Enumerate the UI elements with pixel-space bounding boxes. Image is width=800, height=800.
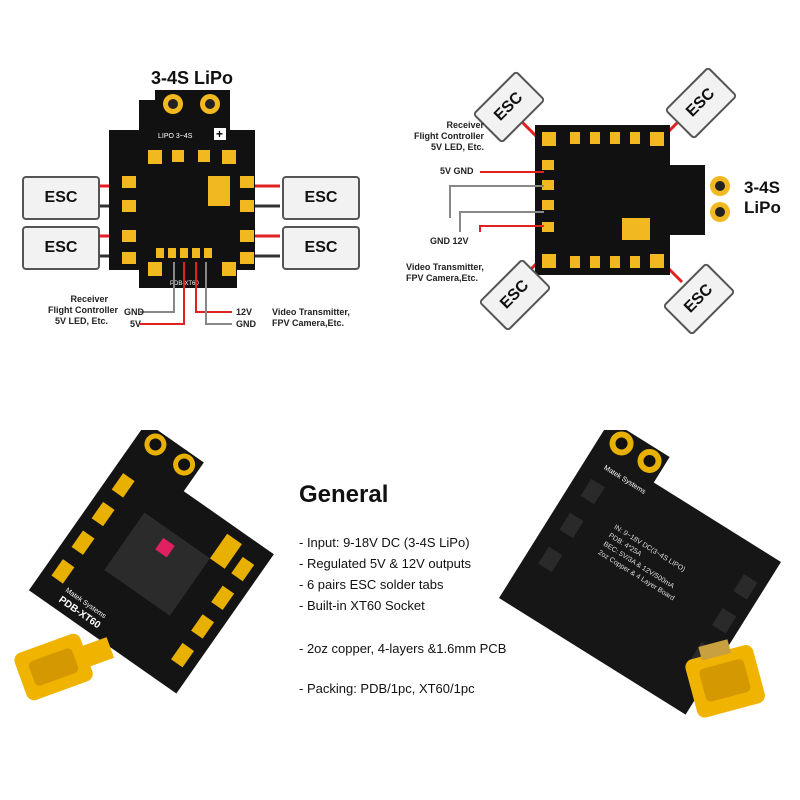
feature-item: - 6 pairs ESC solder tabs [299, 577, 444, 592]
svg-text:LIPO 3~4S: LIPO 3~4S [158, 133, 193, 140]
note-line: Video Transmitter, [272, 307, 350, 317]
receiver-note: Receiver Flight Controller 5V LED, Etc. [48, 294, 118, 327]
lipo-label: 3-4S LiPo [151, 68, 234, 88]
feature-item: - Built-in XT60 Socket [299, 598, 425, 613]
lipo-line: 3-4S [744, 178, 780, 197]
note-line: Receiver [446, 120, 484, 130]
gnd-12v-label: GND 12V [430, 236, 469, 246]
note-line: Flight Controller [414, 131, 484, 141]
pdb-board-drawing: + LIPO 3~4S PDB-XT60 [98, 90, 280, 325]
note-line: Video Transmitter, [406, 262, 484, 272]
video-note: Video Transmitter, FPV Camera,Etc. [272, 307, 350, 329]
lipo-line: LiPo [744, 198, 781, 217]
feature-item: - 2oz copper, 4-layers &1.6mm PCB [299, 641, 507, 656]
pdb-board-rotated-drawing [449, 116, 730, 284]
feature-item: - Regulated 5V & 12V outputs [299, 556, 472, 571]
xt60-connector [14, 633, 115, 701]
diagram-top-view: 3-4S LiPo + LIPO 3~4S PDB-XT60 [0, 0, 400, 400]
note-line: FPV Camera,Etc. [406, 273, 479, 283]
gnd-label-1: GND [124, 307, 144, 317]
feature-item: - Packing: PDB/1pc, XT60/1pc [299, 681, 475, 696]
esc-box-right-bottom: ESC [282, 226, 360, 270]
12v-label: 12V [236, 307, 253, 317]
xt60-connector-back [685, 639, 765, 718]
esc-box-left-top: ESC [22, 176, 100, 220]
photo-back: IN: 9~18V DC(3~4S LIPO) PDB: 4*25A BEC: … [490, 430, 790, 740]
5v-label: 5V [130, 319, 142, 329]
general-title: General [299, 481, 389, 508]
video-note-rotated: Video Transmitter, FPV Camera,Etc. [406, 262, 484, 284]
feature-item: - Input: 9-18V DC (3-4S LiPo) [299, 535, 470, 550]
esc-box-left-bottom: ESC [22, 226, 100, 270]
esc-box-right-top: ESC [282, 176, 360, 220]
5v-gnd-label: 5V GND [440, 166, 474, 176]
photo-front: PDB-XT60 Matek Systems [0, 430, 290, 730]
svg-text:+: + [216, 127, 223, 141]
note-line: Receiver [70, 294, 108, 304]
pdb-front-photo: PDB-XT60 Matek Systems [14, 430, 274, 701]
note-line: 5V LED, Etc. [54, 316, 108, 326]
receiver-note-rotated: Receiver Flight Controller 5V LED, Etc. [412, 120, 484, 153]
note-line: Flight Controller [48, 305, 118, 315]
note-line: 5V LED, Etc. [430, 142, 484, 152]
diagram-rotated-view: ESC ESC ESC ESC 3-4S LiPo Receiver Fligh… [400, 0, 800, 400]
lipo-label-rotated: 3-4S LiPo [744, 178, 781, 218]
gnd-label-2: GND [236, 319, 256, 329]
pdb-back-photo: IN: 9~18V DC(3~4S LIPO) PDB: 4*25A BEC: … [499, 430, 781, 718]
note-line: FPV Camera,Etc. [272, 318, 345, 328]
